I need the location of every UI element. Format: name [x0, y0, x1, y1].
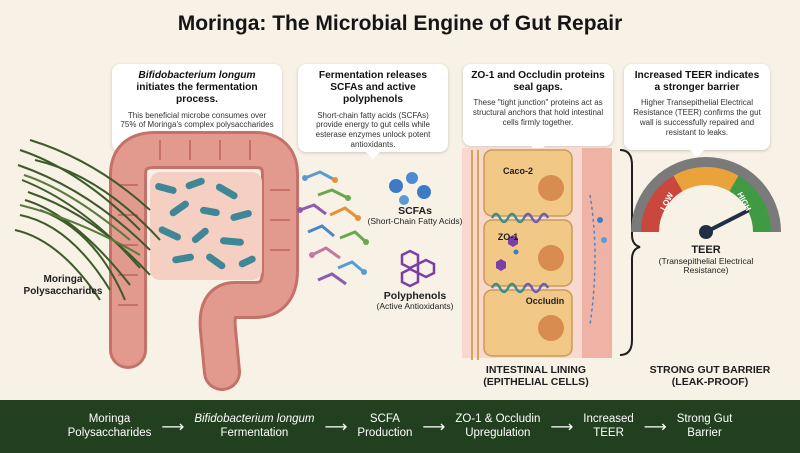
callout-bifidobacterium-head-rest: initiates the fermentation process.	[136, 82, 258, 106]
callout-bifidobacterium-species: Bifidobacterium longum	[138, 70, 256, 81]
label-lining-line2: (EPITHELIAL CELLS)	[483, 376, 589, 389]
page-title: Moringa: The Microbial Engine of Gut Rep…	[177, 12, 623, 35]
flow-step-3-line2: Production	[357, 426, 413, 439]
label-teer: TEER (Transepithelial Electrical Resista…	[650, 244, 762, 276]
flow-step-4-line2: Upregulation	[465, 426, 531, 439]
illustration	[14, 131, 781, 391]
callout-fermentation-body: Short-chain fatty acids (SCFAs) provide …	[315, 110, 431, 149]
label-caco2: Caco-2	[502, 166, 533, 176]
bracket	[619, 149, 641, 356]
flow-step-1-line1: Moringa	[88, 412, 131, 425]
flow-arrow-icon: ⟶	[324, 418, 348, 436]
flow-step-2: Bifidobacterium longum Fermentation	[188, 413, 320, 441]
callout-tight-junctions: ZO-1 and Occludin proteins seal gaps. Th…	[463, 64, 613, 153]
flow-step-1-line2: Polysaccharides	[67, 426, 152, 439]
callout-teer-body: Higher Transepithelial Electrical Resist…	[633, 98, 761, 137]
flow-step-6-line2: Barrier	[687, 426, 722, 439]
scfa-icon	[389, 172, 431, 205]
flow-step-1: Moringa Polysaccharides	[62, 413, 158, 441]
callout-bifidobacterium-head: Bifidobacterium longum initiates the fer…	[119, 70, 275, 107]
flow-arrow-icon: ⟶	[550, 418, 574, 436]
intestinal-lining	[462, 148, 612, 360]
label-moringa: Moringa Polysaccharides	[23, 274, 103, 297]
label-intestinal-lining: INTESTINAL LINING (EPITHELIAL CELLS)	[456, 364, 616, 388]
callout-fermentation-head: Fermentation releases SCFAs and active p…	[318, 70, 428, 106]
label-scfa: SCFAs (Short-Chain Fatty Acids)	[360, 205, 470, 227]
label-teer-sub: (Transepithelial Electrical Resistance)	[658, 255, 754, 276]
callout-teer-head: Increased TEER indicates a stronger barr…	[634, 70, 760, 94]
moringa-leaves	[14, 139, 161, 301]
flow-step-6: Strong Gut Barrier	[671, 413, 739, 441]
flow-step-5: Increased TEER	[577, 413, 640, 441]
label-strong-barrier: STRONG GUT BARRIER (LEAK-PROOF)	[630, 364, 790, 388]
nucleus-2	[538, 245, 564, 271]
process-flow-bar: Moringa Polysaccharides ⟶ Bifidobacteriu…	[0, 400, 800, 453]
label-occludin: Occludin	[525, 296, 565, 306]
flow-step-3-line1: SCFA	[369, 412, 400, 425]
label-scfa-sub: (Short-Chain Fatty Acids)	[367, 216, 463, 227]
label-lining-line1: INTESTINAL LINING	[485, 364, 587, 376]
callout-tight-junctions-head: ZO-1 and Occludin proteins seal gaps.	[471, 70, 605, 94]
flow-step-3: SCFA Production	[351, 413, 418, 441]
flow-step-2-line1: Bifidobacterium longum	[194, 412, 315, 425]
flow-arrow-icon: ⟶	[422, 418, 446, 436]
scfa-molecules	[299, 170, 368, 286]
label-scfa-title: SCFAs	[398, 205, 432, 217]
flow-step-6-line1: Strong Gut	[676, 412, 733, 425]
label-barrier-line2: (LEAK-PROOF)	[671, 376, 749, 389]
label-zo1: ZO-1	[497, 232, 519, 242]
polyphenol-icon	[400, 249, 436, 288]
callout-fermentation: Fermentation releases SCFAs and active p…	[298, 64, 448, 159]
flow-step-4-line1: ZO-1 & Occludin	[455, 412, 541, 425]
callout-teer: Increased TEER indicates a stronger barr…	[624, 64, 770, 157]
label-teer-title: TEER	[691, 244, 721, 256]
label-barrier-line1: STRONG GUT BARRIER	[649, 364, 771, 376]
label-polyphenols: Polyphenols (Active Antioxidants)	[365, 290, 465, 312]
flow-step-2-line2: Fermentation	[220, 426, 289, 439]
flow-step-5-line1: Increased	[583, 412, 634, 425]
flow-step-5-line2: TEER	[593, 426, 624, 439]
label-polyphenols-sub: (Active Antioxidants)	[376, 301, 454, 312]
flow-step-4: ZO-1 & Occludin Upregulation	[449, 413, 546, 441]
bacteria-cluster	[155, 177, 256, 270]
scfa-dots	[297, 175, 369, 275]
nucleus-1	[538, 175, 564, 201]
callout-tight-junctions-body: These "tight junction" proteins act as s…	[472, 98, 604, 127]
nucleus-3	[538, 315, 564, 341]
flow-arrow-icon: ⟶	[643, 418, 667, 436]
colon-illustration	[109, 131, 299, 391]
label-polyphenols-title: Polyphenols	[383, 290, 447, 302]
teer-gauge	[631, 157, 781, 239]
flow-arrow-icon: ⟶	[161, 418, 185, 436]
